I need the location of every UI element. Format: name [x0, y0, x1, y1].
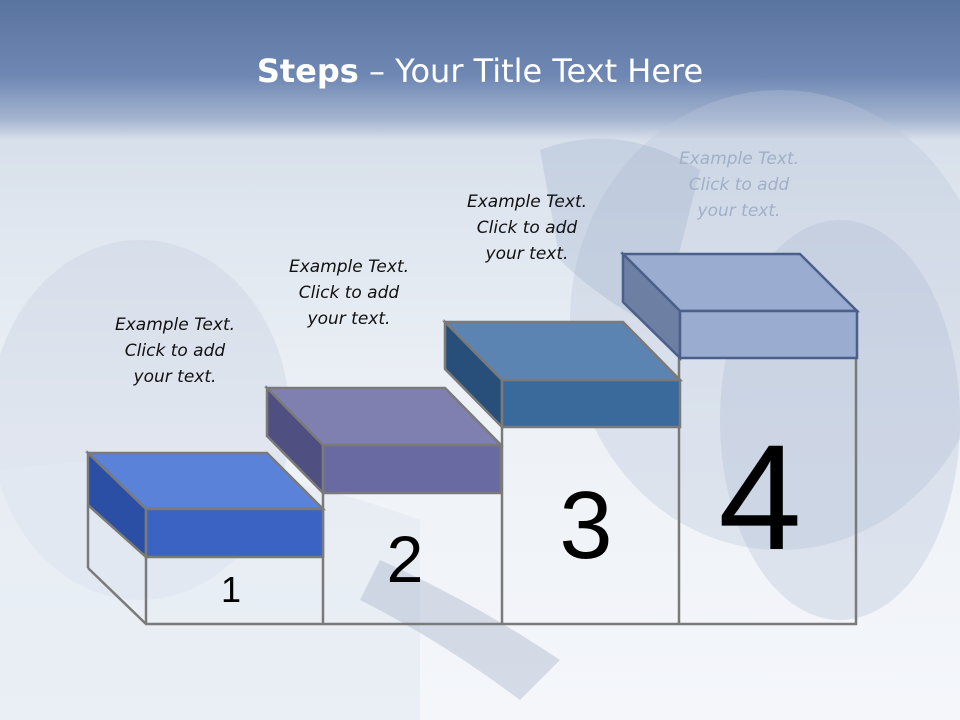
step-4-block[interactable] — [619, 250, 861, 361]
step-4-text[interactable]: Example Text. Click to add your text. — [678, 149, 800, 221]
step-1-number: 1 — [220, 569, 242, 610]
step-4-number: 4 — [718, 413, 802, 581]
step-3-text[interactable]: Example Text. Click to add your text. — [466, 192, 588, 264]
step-1-block[interactable] — [84, 450, 327, 560]
title-bold: Steps — [256, 52, 359, 90]
title-band — [0, 0, 960, 140]
step-2-block[interactable] — [264, 384, 504, 497]
step-2-number: 2 — [386, 522, 424, 596]
step-3-block[interactable] — [442, 318, 683, 431]
step-1-text[interactable]: Example Text. Click to add your text. — [114, 315, 236, 387]
title-rest: – Your Title Text Here — [358, 52, 704, 90]
step-2-text[interactable]: Example Text. Click to add your text. — [288, 257, 410, 329]
step-3-number: 3 — [559, 472, 613, 579]
slide-title[interactable]: Steps – Your Title Text Here — [0, 52, 960, 90]
